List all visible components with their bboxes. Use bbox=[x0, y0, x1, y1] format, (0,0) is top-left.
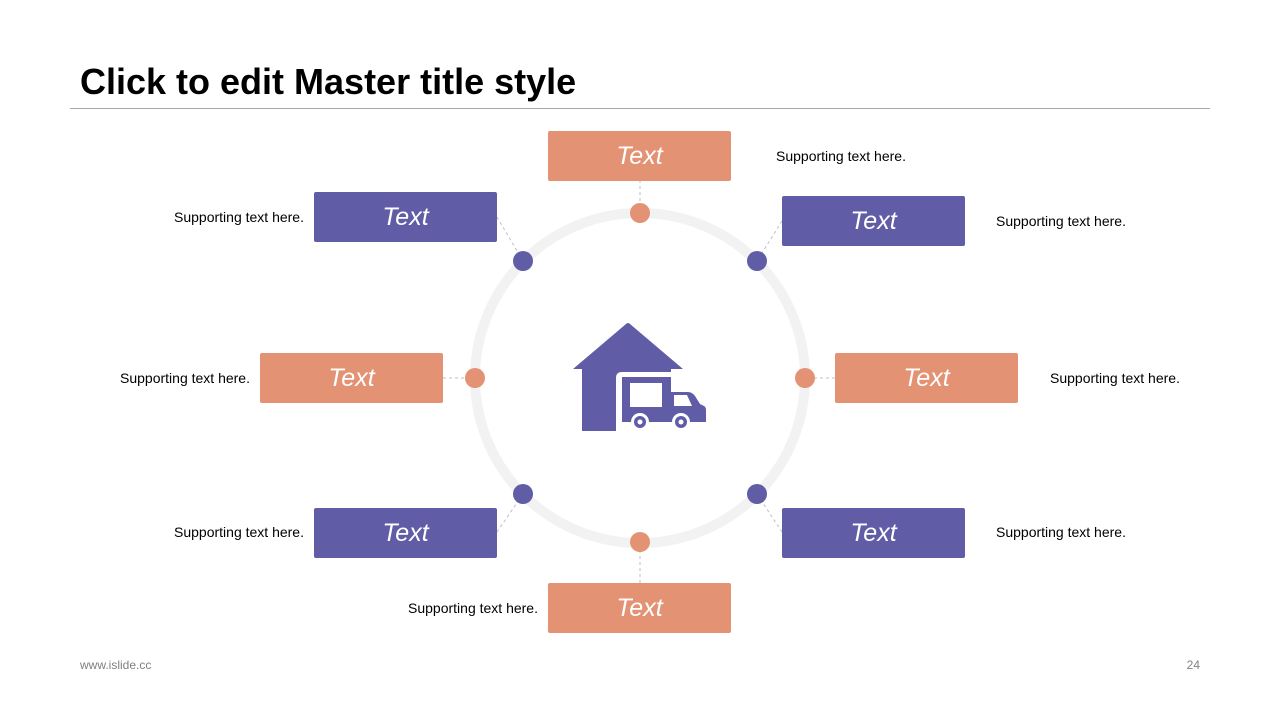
box-top-right[interactable]: Text bbox=[782, 196, 965, 246]
support-text-right[interactable]: Supporting text here. bbox=[1050, 370, 1180, 386]
box-top[interactable]: Text bbox=[548, 131, 731, 181]
node-left bbox=[465, 368, 485, 388]
page-number: 24 bbox=[1186, 658, 1200, 672]
footer-url: www.islide.cc bbox=[80, 658, 152, 672]
support-text-top[interactable]: Supporting text here. bbox=[776, 148, 906, 164]
node-bottom bbox=[630, 532, 650, 552]
node-top-right bbox=[747, 251, 767, 271]
connector-top-right bbox=[756, 220, 783, 262]
support-text-top-right[interactable]: Supporting text here. bbox=[996, 213, 1126, 229]
box-left[interactable]: Text bbox=[260, 353, 443, 403]
support-text-bottom-right[interactable]: Supporting text here. bbox=[996, 524, 1126, 540]
node-right bbox=[795, 368, 815, 388]
box-top-left[interactable]: Text bbox=[314, 192, 497, 242]
node-bottom-left bbox=[513, 484, 533, 504]
box-bottom-left[interactable]: Text bbox=[314, 508, 497, 558]
node-top bbox=[630, 203, 650, 223]
node-top-left bbox=[513, 251, 533, 271]
title-divider bbox=[70, 108, 1210, 109]
node-bottom-right bbox=[747, 484, 767, 504]
support-text-bottom[interactable]: Supporting text here. bbox=[408, 600, 538, 616]
support-text-top-left[interactable]: Supporting text here. bbox=[174, 209, 304, 225]
box-bottom-right[interactable]: Text bbox=[782, 508, 965, 558]
box-right[interactable]: Text bbox=[835, 353, 1018, 403]
box-bottom[interactable]: Text bbox=[548, 583, 731, 633]
warehouse-truck-icon bbox=[573, 323, 706, 431]
support-text-bottom-left[interactable]: Supporting text here. bbox=[174, 524, 304, 540]
slide-title[interactable]: Click to edit Master title style bbox=[80, 61, 577, 102]
support-text-left[interactable]: Supporting text here. bbox=[120, 370, 250, 386]
